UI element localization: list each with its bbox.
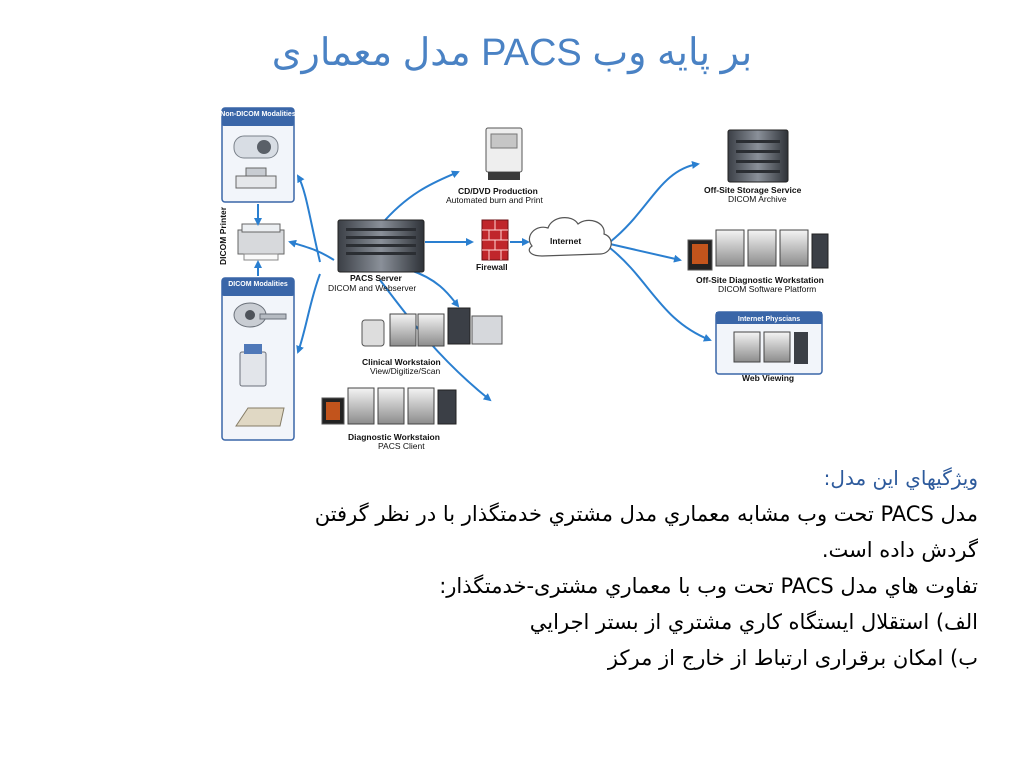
pacs-server-icon [337,219,425,273]
offsite-diagnostic-icon [687,229,829,271]
slide-title: مدل معماری PACS بر پایه وب [271,32,753,74]
internet-cloud-icon [528,217,612,257]
clinical-ws-label: Clinical Workstaion [362,357,441,367]
feature-line-3: تفاوت هاي مدل PACS تحت وب با معماري مشتر… [439,574,978,598]
arrow-internet-storage [609,160,700,243]
dicom-panel: DICOM Modalities [221,277,295,441]
arrow-internet-offsite [609,243,682,263]
offsite-storage-icon [727,129,789,183]
non-dicom-panel: Non-DICOM Modalities [220,107,296,203]
features-heading: ويژگيهاي اين مدل: [823,466,978,490]
features-text: ويژگيهاي اين مدل: مدل PACS تحت وب مشابه … [78,460,978,676]
pacs-architecture-diagram: Non-DICOM Modalities DICOM Modalities DI… [210,100,840,452]
arrow-server-printer [288,239,335,261]
arrow-internet-web [609,247,712,342]
cd-dvd-sublabel: Automated burn and Print [446,195,544,205]
internet-label: Internet [550,236,581,246]
offsite-diagnostic-sublabel: DICOM Software Platform [718,284,816,294]
firewall-label: Firewall [476,262,508,272]
arrow-server-clinical [409,269,460,308]
offsite-diagnostic-label: Off-Site Diagnostic Workstation [696,275,824,285]
dicom-title: DICOM Modalities [228,281,288,288]
firewall-icon [481,219,509,261]
diagnostic-ws-sublabel: PACS Client [378,441,425,451]
dicom-printer-label: DICOM Printer [218,206,228,265]
feature-line-2: گردش داده است. [821,538,978,562]
clinical-workstation-icon [361,307,503,347]
internet-physicians-panel: Internet Physcians [715,311,823,375]
ultrasound-icon [239,351,267,387]
cd-dvd-robot-icon [485,127,523,180]
film-digitizer-icon [235,407,285,427]
mri-bore-icon [257,140,271,154]
arrow-server-nondicom [297,174,321,263]
web-viewing-label: Web Viewing [742,373,794,383]
offsite-storage-label: Off-Site Storage Service [704,185,802,195]
arrow-server-dicom [296,273,321,354]
xray-table-icon [235,175,277,189]
internet-physicians-title: Internet Physcians [738,316,800,323]
offsite-storage-sublabel: DICOM Archive [728,194,787,204]
mri-scanner-icon [233,135,279,159]
clinical-ws-sublabel: View/Digitize/Scan [370,366,441,376]
cd-dvd-label: CD/DVD Production [458,186,538,196]
feature-line-5: ب) امکان برقراری ارتباط از خارج از مرکز [607,646,978,670]
pacs-server-label: PACS Server [350,273,403,283]
arrow-server-cddvd [379,170,460,227]
dicom-printer-icon [237,223,285,261]
diagnostic-ws-label: Diagnostic Workstaion [348,432,440,442]
web-monitor-icon [733,331,761,363]
diagnostic-workstation-icon [321,387,457,425]
feature-line-1: مدل PACS تحت وب مشابه معماري مدل مشتري خ… [314,502,978,526]
feature-line-4: الف) استقلال ايستگاه کاري مشتري از بستر … [529,610,978,634]
non-dicom-title: Non-DICOM Modalities [220,111,296,118]
pacs-server-sublabel: DICOM and Webserver [328,283,416,293]
